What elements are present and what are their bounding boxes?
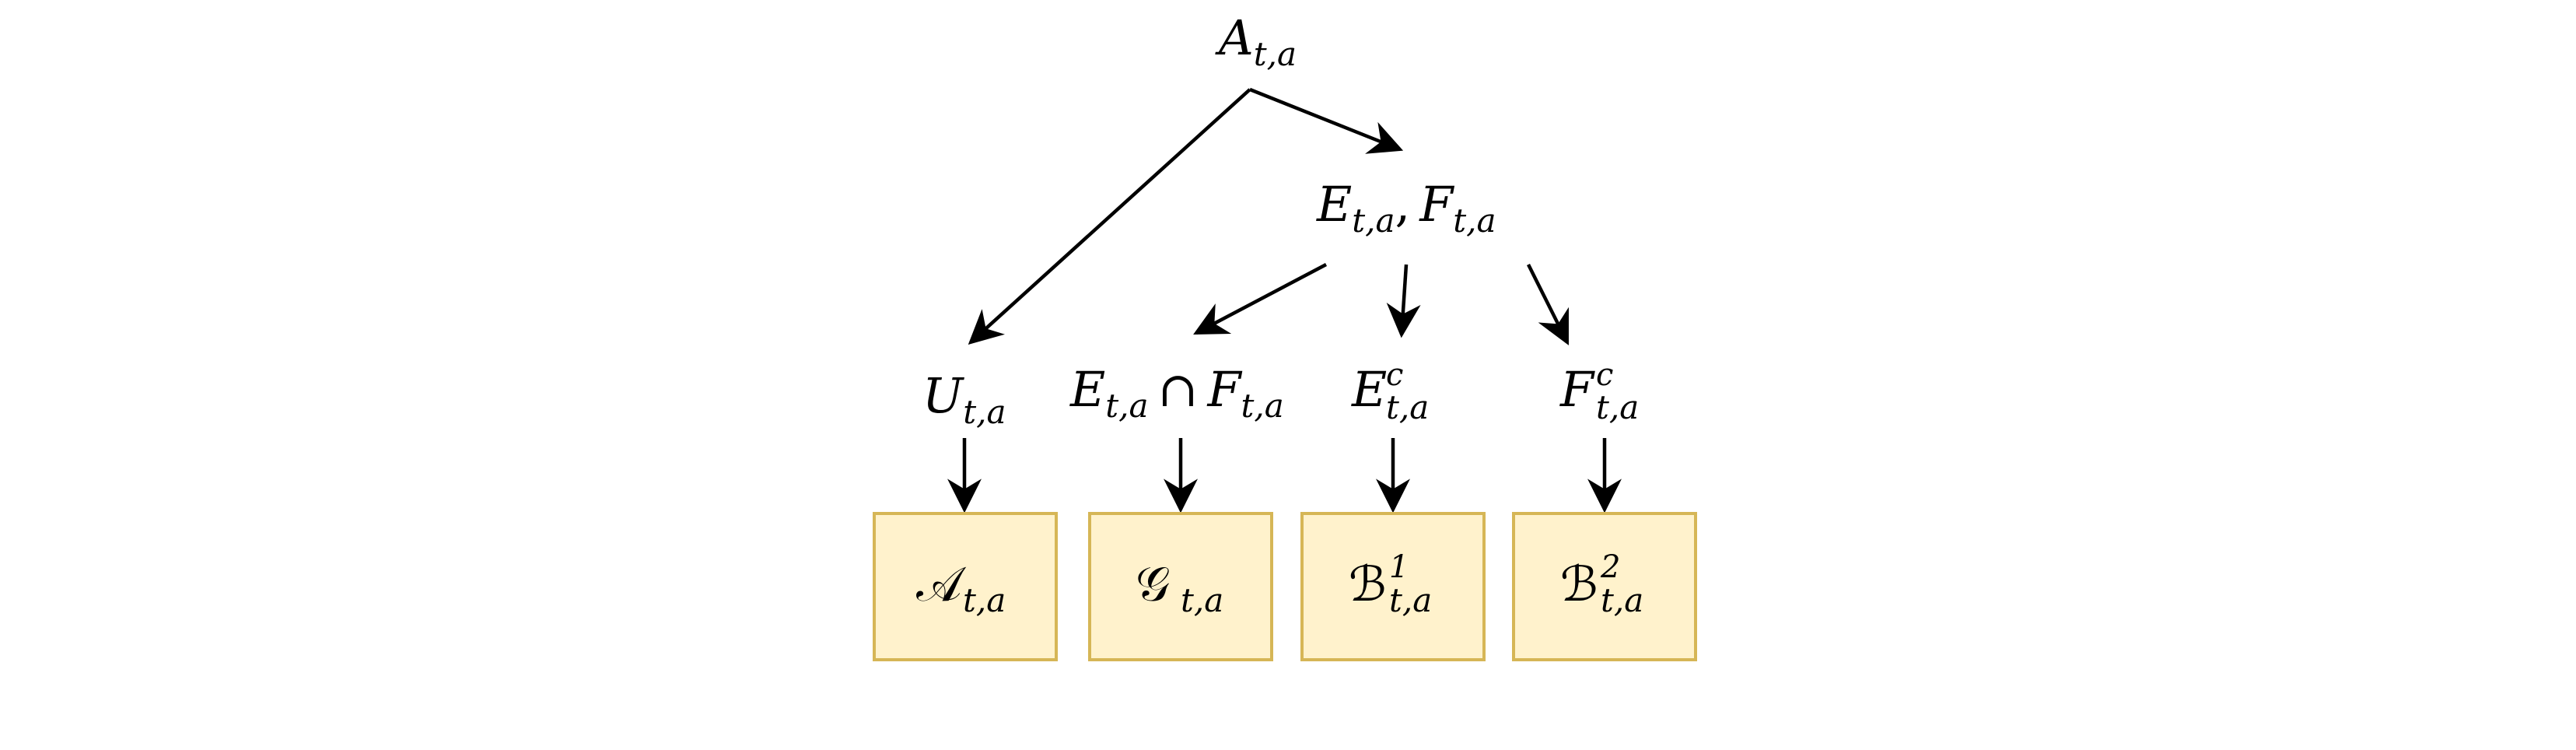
node-intersection-operator: ∩ [1158, 361, 1199, 418]
node-intersection-main-2: F [1207, 361, 1243, 418]
edge-ef-to-e-complement [1386, 264, 1421, 338]
leaf-box-g-rect [1088, 512, 1273, 661]
leaf-box-b2-sub: t,a [1601, 581, 1643, 619]
node-e-complement-main: E [1351, 361, 1387, 418]
node-intersection-sub-2: t,a [1241, 387, 1284, 425]
node-u-main: U [922, 367, 964, 424]
leaf-box-b1: ℬ 1 t,a [1300, 512, 1486, 661]
leaf-box-g-sub: t,a [1181, 581, 1223, 619]
node-f-complement-main: F [1559, 361, 1595, 418]
edge-root-to-ef [1249, 87, 1404, 154]
node-e-complement-label: E c t,a [1351, 357, 1429, 426]
node-ef-sub-1: t,a [1352, 202, 1395, 240]
leaf-box-g-main: 𝒢 [1136, 555, 1170, 612]
node-ef-label: Et,a,Ft,a [1316, 176, 1496, 240]
edge-root-to-u [968, 88, 1251, 345]
leaf-box-b1-rect [1300, 512, 1486, 661]
node-root-label: At,a [1215, 9, 1297, 73]
leaf-box-b1-sup: 1 [1389, 549, 1409, 585]
node-u-label: Ut,a [922, 367, 1006, 431]
leaf-box-b1-sub: t,a [1389, 581, 1432, 619]
node-intersection-main-1: E [1069, 361, 1105, 418]
node-f-complement-sup: c [1596, 357, 1613, 393]
node-intersection-sub-1: t,a [1105, 387, 1148, 425]
node-e-complement-sub: t,a [1386, 388, 1429, 426]
leaf-box-b2-main: ℬ [1560, 555, 1598, 612]
node-root-sub: t,a [1254, 35, 1297, 73]
leaf-box-b1-main: ℬ [1349, 555, 1387, 612]
leaf-box-b2-sup: 2 [1600, 549, 1620, 585]
node-ef-sub-2: t,a [1453, 202, 1496, 240]
leaf-box-a-rect [873, 512, 1058, 661]
leaf-box-g: 𝒢 t,a [1088, 512, 1273, 661]
leaf-box-a: 𝒜 t,a [873, 512, 1058, 661]
leaf-box-a-main: 𝒜 [916, 555, 967, 612]
node-f-complement-sub: t,a [1596, 388, 1639, 426]
node-ef-separator: , [1395, 176, 1411, 233]
node-root-main: A [1215, 9, 1254, 66]
node-e-complement-sup: c [1386, 357, 1403, 393]
node-ef-main-2: F [1419, 176, 1454, 233]
leaf-box-b2-rect [1512, 512, 1697, 661]
edge-ef-to-f-complement [1526, 263, 1570, 345]
leaf-box-b2: ℬ 2 t,a [1512, 512, 1697, 661]
leaf-box-a-sub: t,a [963, 581, 1006, 619]
node-ef-main-1: E [1316, 176, 1352, 233]
node-u-sub: t,a [963, 393, 1006, 431]
edges [947, 87, 1622, 513]
node-f-complement-label: F c t,a [1559, 357, 1639, 426]
node-intersection-label: Et,a ∩Ft,a [1069, 361, 1284, 425]
edge-ef-to-intersection [1193, 263, 1328, 335]
